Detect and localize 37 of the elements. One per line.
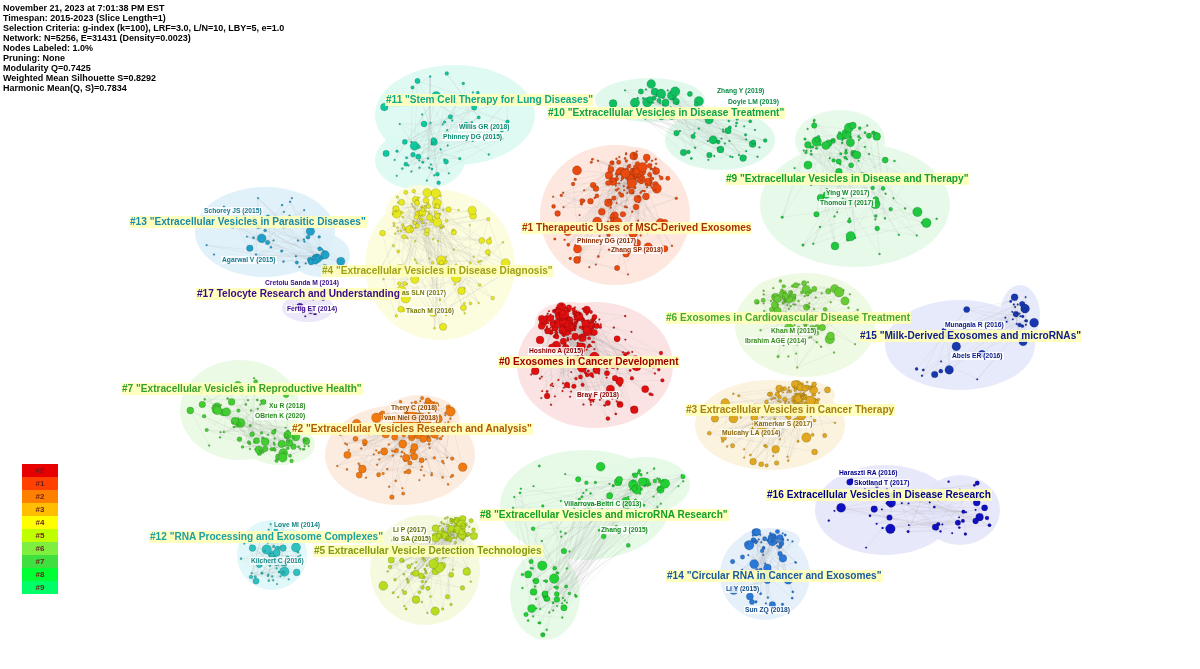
summary-text: Modularity Q=0.7425 (3, 63, 91, 73)
cluster-label: #2 "Extracellular Vesicles Research and Analysis" (291, 423, 533, 435)
summary-text: Selection Criteria: g-index (k=100), LRF=3.0, L/N=10, LBY=5, e=1.0 (3, 23, 285, 33)
summary-text: Timespan: 2015-2023 (Slice Length=1) (3, 13, 166, 23)
cluster-label: #13 "Extracellular Vesicles in Parasitic Diseases" (129, 216, 367, 228)
legend-label: #6 (34, 543, 46, 555)
cluster-label: #11 "Stem Cell Therapy for Lung Diseases" (385, 94, 595, 106)
cluster-label: #14 "Circular RNA in Cancer and Exosomes" (666, 570, 883, 582)
cluster-label: #4 "Extracellular Vesicles in Disease Diagnosis" (321, 265, 554, 277)
cluster-label: #7 "Extracellular Vesicles in Reproductive Health" (121, 383, 363, 395)
cluster-label: #9 "Extracellular Vesicles in Disease and Therapy" (725, 173, 970, 185)
legend-label: #3 (34, 504, 46, 516)
summary-text: Harmonic Mean(Q, S)=0.7834 (3, 83, 127, 93)
cluster-label: #0 Exosomes in Cancer Development (498, 356, 680, 368)
cluster-label: #1 Therapeutic Uses of MSC-Derived Exosomes (521, 222, 753, 234)
summary-text: Network: N=5256, E=31431 (Density=0.0023) (3, 33, 191, 43)
legend-label: #9 (34, 582, 46, 594)
summary-text: Weighted Mean Silhouette S=0.8292 (3, 73, 157, 83)
cluster-label: #12 "RNA Processing and Exosome Complexes" (149, 531, 385, 543)
cluster-label: #16 Extracellular Vesicles in Disease Research (766, 489, 992, 501)
legend-label: #2 (34, 491, 46, 503)
cluster-label: #3 Extracellular Vesicles in Cancer Therapy (685, 404, 896, 416)
legend-label: #0 (34, 465, 46, 477)
cluster-label: #6 Exosomes in Cardiovascular Disease Treatment (665, 312, 912, 324)
cluster-label: #8 "Extracellular Vesicles and microRNA Research" (479, 509, 729, 521)
cluster-label: #15 "Milk-Derived Exosomes and microRNAs" (859, 330, 1083, 342)
cluster-label: #17 Telocyte Research and Understanding (196, 288, 401, 300)
summary-text: Pruning: None (3, 53, 65, 63)
legend-label: #7 (34, 556, 46, 568)
legend-label: #1 (34, 478, 46, 490)
summary-text: Nodes Labeled: 1.0% (3, 43, 94, 53)
cluster-label: #5 Extracellular Vesicle Detection Technologies (313, 545, 543, 557)
legend-label: #5 (34, 530, 46, 542)
cluster-label: #10 "Extracellular Vesicles in Disease Treatment" (547, 107, 786, 119)
legend-label: #8 (34, 569, 46, 581)
summary-text: November 21, 2023 at 7:01:38 PM EST (3, 3, 165, 13)
legend-label: #4 (34, 517, 46, 529)
